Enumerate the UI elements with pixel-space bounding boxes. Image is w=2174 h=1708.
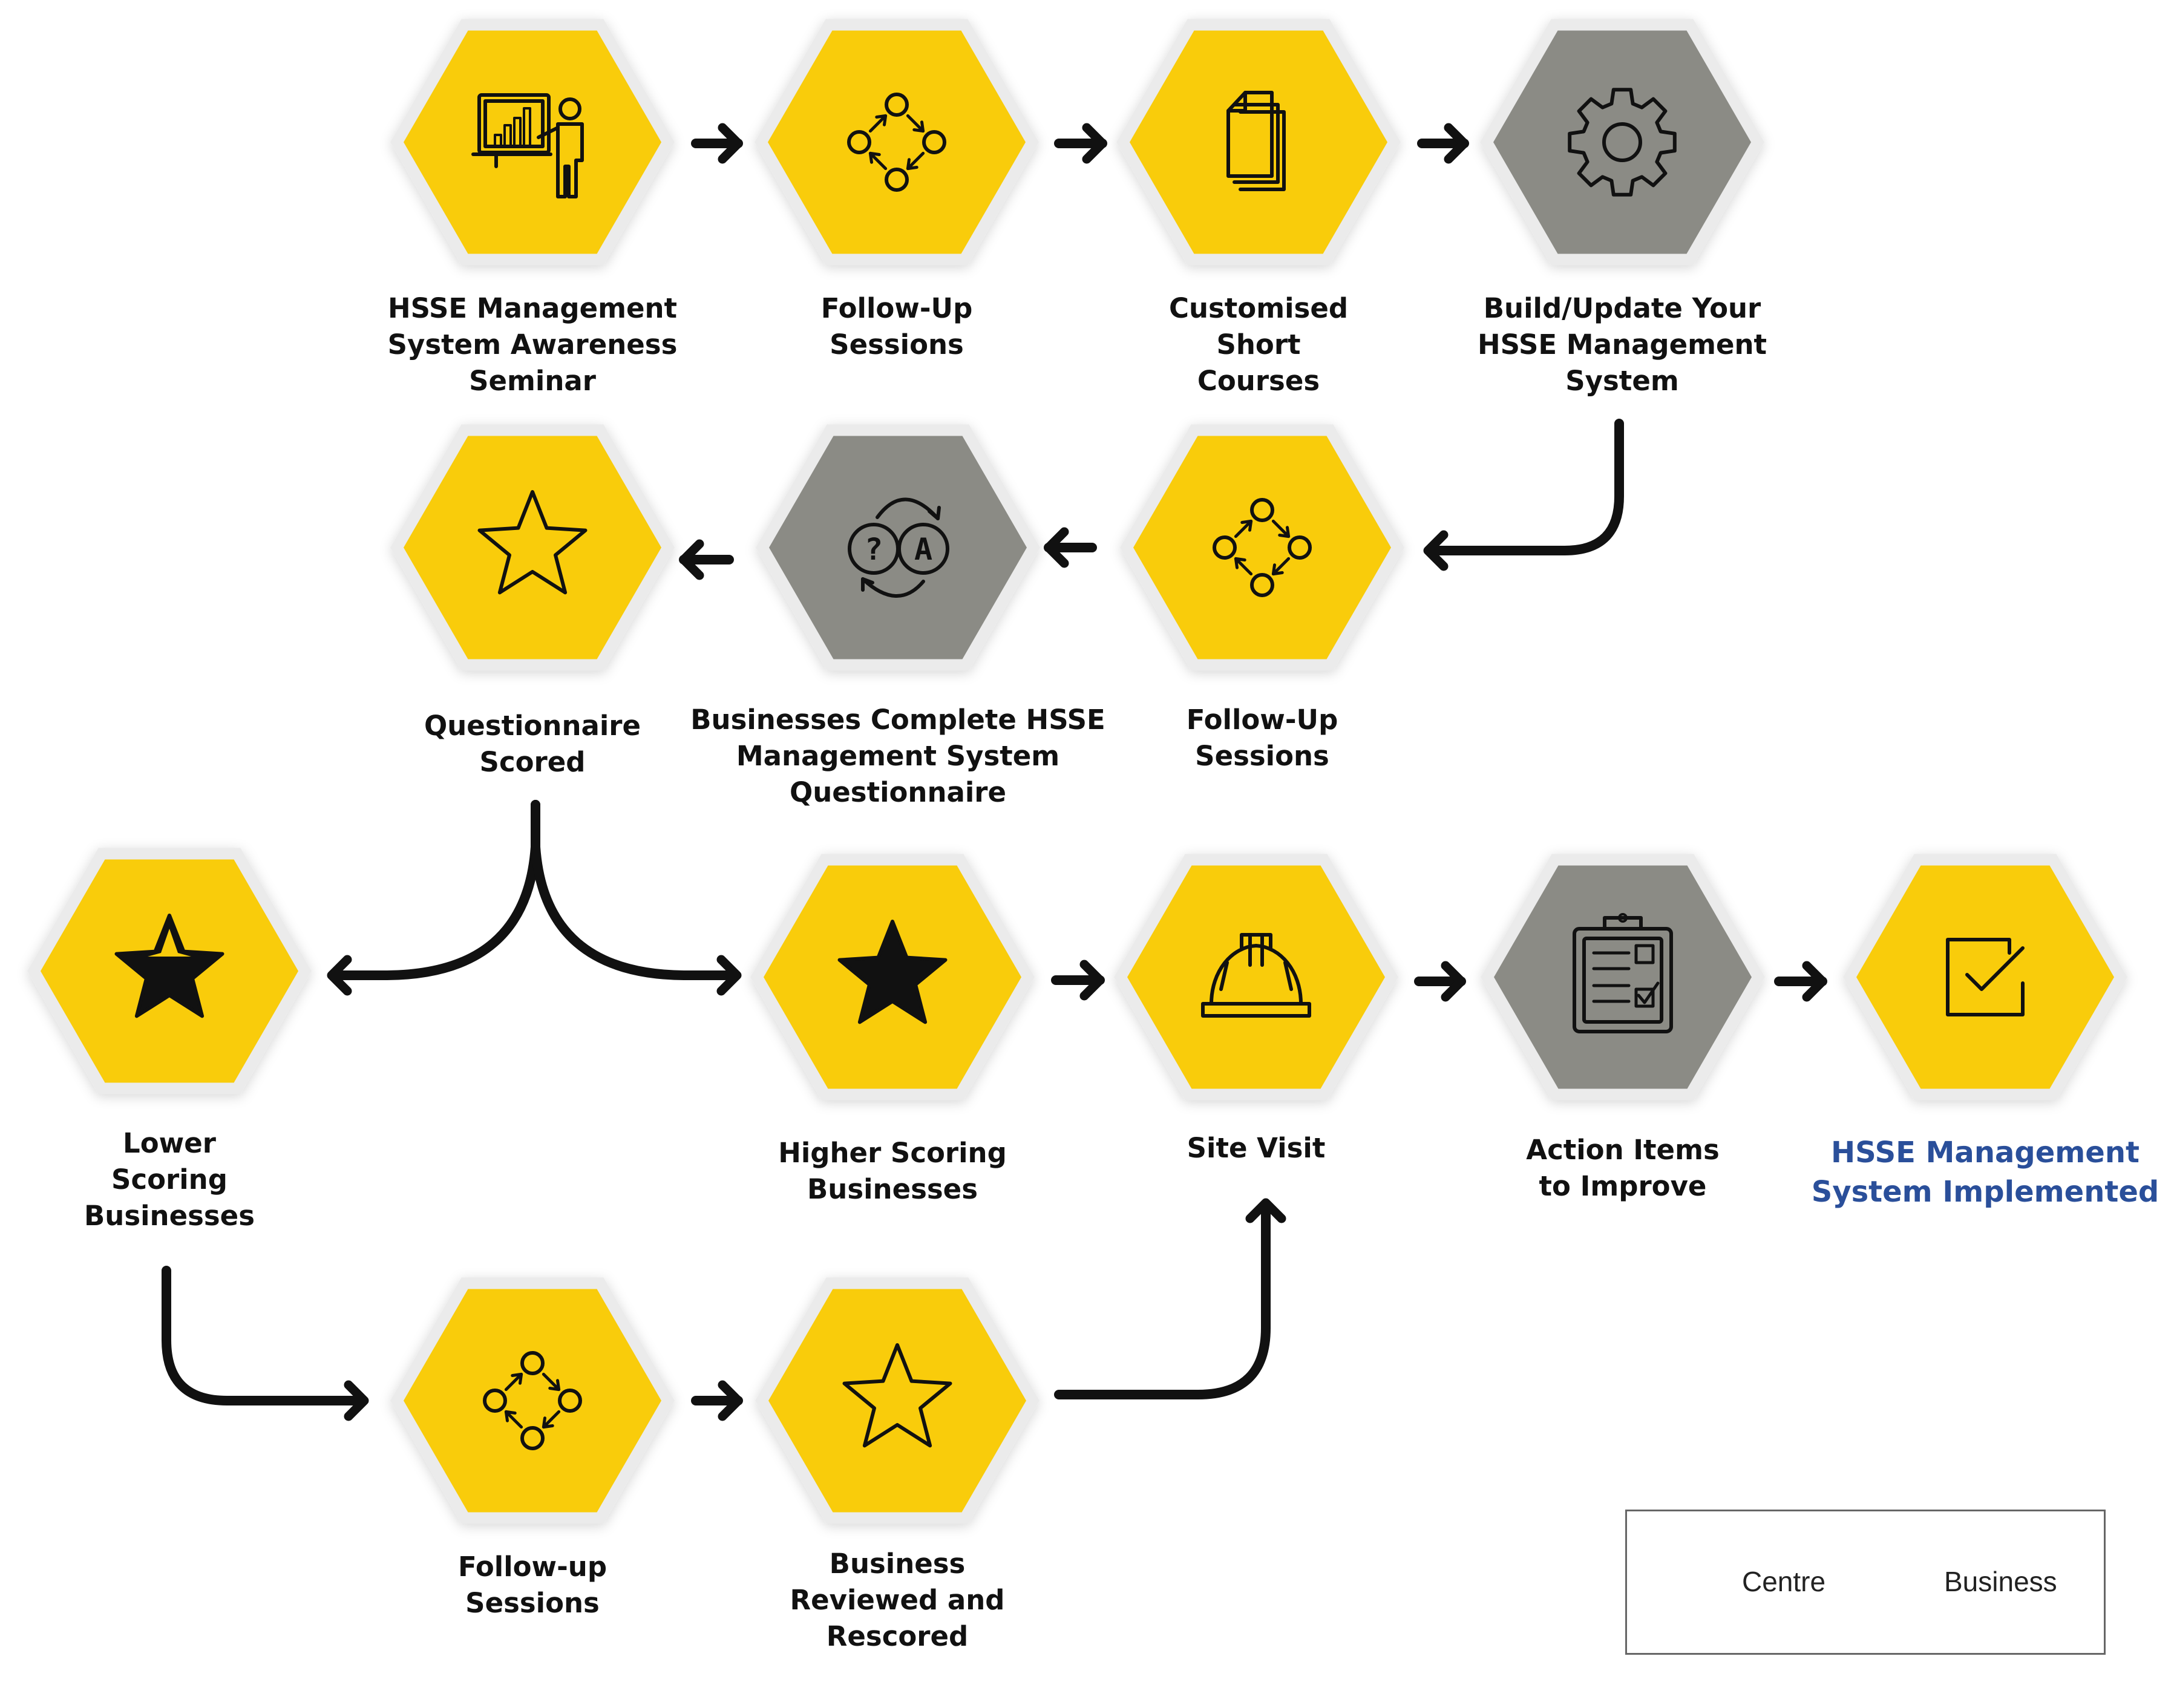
step-site xyxy=(1114,854,1398,1101)
step-awareness xyxy=(390,19,675,266)
label-line: Short xyxy=(1216,329,1301,361)
step-followup2 xyxy=(1120,424,1404,671)
arrow-awareness-to-followup xyxy=(691,123,743,164)
label-line: Follow-up xyxy=(457,1551,607,1583)
label-line: HSSE Management xyxy=(1477,329,1767,361)
label-line: Management System xyxy=(736,740,1060,772)
arrow-lower-to-followup xyxy=(162,1266,369,1421)
hard-hat-icon xyxy=(1201,933,1311,1018)
step-higher xyxy=(750,854,1035,1101)
arrow-site-to-actions xyxy=(1414,961,1466,1002)
arrow-courses-to-build xyxy=(1417,123,1469,164)
label-line: Businesses xyxy=(807,1173,978,1205)
step-followup1 xyxy=(755,19,1039,266)
step-questionnaire: ?A xyxy=(756,424,1040,671)
label-line: Businesses xyxy=(84,1200,255,1232)
clipboard-icon xyxy=(1573,913,1673,1033)
arrow-questionnaire-to-scored xyxy=(679,539,734,580)
label-line: Scored xyxy=(479,746,586,778)
label-line: Seminar xyxy=(469,365,596,397)
arrow-scored-to-lower xyxy=(327,800,540,996)
label-line: Follow-Up xyxy=(820,292,973,324)
label-line: Questionnaire xyxy=(789,776,1007,808)
label-line: Action Items xyxy=(1526,1134,1720,1166)
cycle-icon xyxy=(483,1351,582,1450)
legend: Centre Business xyxy=(1625,1510,2106,1655)
legend-business-label: Business xyxy=(1944,1566,2057,1597)
label-line: Customised xyxy=(1168,292,1349,324)
step-followup3 xyxy=(390,1277,675,1524)
legend-centre-label: Centre xyxy=(1742,1566,1826,1597)
label-line: Reviewed and xyxy=(790,1584,1005,1616)
label-questionnaire: Businesses Complete HSSE Management Syste… xyxy=(690,702,1105,811)
connectors xyxy=(162,123,1827,1421)
presentation-icon xyxy=(471,93,584,198)
step-reviewed xyxy=(755,1277,1040,1524)
arrow-actions-to-implemented xyxy=(1774,961,1827,1002)
label-site: Site Visit xyxy=(1187,1130,1326,1166)
label-line: HSSE Management xyxy=(1831,1136,2140,1170)
label-line: System Implemented xyxy=(1811,1175,2159,1209)
arrow-followup-to-reviewed xyxy=(691,1380,743,1421)
step-scored xyxy=(390,424,675,671)
label-line: System Awareness xyxy=(387,329,678,361)
svg-text:?: ? xyxy=(865,532,883,567)
label-line: Scoring xyxy=(111,1163,228,1196)
star-outline-icon xyxy=(477,490,588,595)
label-line: Questionnaire xyxy=(424,710,641,742)
arrow-higher-to-site xyxy=(1051,960,1105,1001)
label-line: Rescored xyxy=(826,1620,969,1652)
label-line: Higher Scoring xyxy=(778,1137,1007,1169)
arrow-followup-to-questionnaire xyxy=(1044,527,1097,568)
label-line: Businesses Complete HSSE xyxy=(690,704,1105,736)
svg-text:A: A xyxy=(914,532,932,567)
star-filled-icon xyxy=(837,920,948,1024)
arrow-build-to-followup xyxy=(1423,419,1624,571)
label-line: to Improve xyxy=(1539,1170,1707,1202)
label-line: Sessions xyxy=(1195,740,1329,772)
label-line: Business xyxy=(829,1548,966,1580)
label-actions: Action Items to Improve xyxy=(1526,1132,1720,1205)
label-line: Follow-Up xyxy=(1186,704,1338,736)
star-outline-icon xyxy=(842,1343,952,1448)
cycle-icon xyxy=(847,93,946,192)
arrow-scored-to-higher xyxy=(531,800,742,996)
question-answer-icon: ?A xyxy=(848,497,949,598)
step-build xyxy=(1480,19,1764,266)
label-line: Build/Update Your xyxy=(1483,292,1761,324)
cycle-icon xyxy=(1213,498,1312,597)
label-line: Site Visit xyxy=(1187,1132,1326,1164)
label-line: System xyxy=(1565,365,1679,397)
step-courses xyxy=(1116,19,1401,266)
step-actions xyxy=(1481,854,1765,1101)
arrow-followup-to-courses xyxy=(1054,123,1107,164)
star-half-filled-icon xyxy=(114,914,224,1018)
label-line: Courses xyxy=(1197,365,1320,397)
label-line: Sessions xyxy=(830,329,964,361)
step-lower xyxy=(27,848,312,1094)
step-implemented xyxy=(1843,854,2127,1101)
documents-icon xyxy=(1226,91,1286,191)
gear-icon xyxy=(1568,88,1677,197)
label-line: Sessions xyxy=(465,1587,600,1619)
label-line: HSSE Management xyxy=(387,292,678,324)
arrow-reviewed-to-site xyxy=(1054,1198,1286,1399)
checkbox-icon xyxy=(1946,938,2025,1016)
label-line: Lower xyxy=(123,1127,216,1159)
hexagons: ?A xyxy=(27,19,2127,1524)
